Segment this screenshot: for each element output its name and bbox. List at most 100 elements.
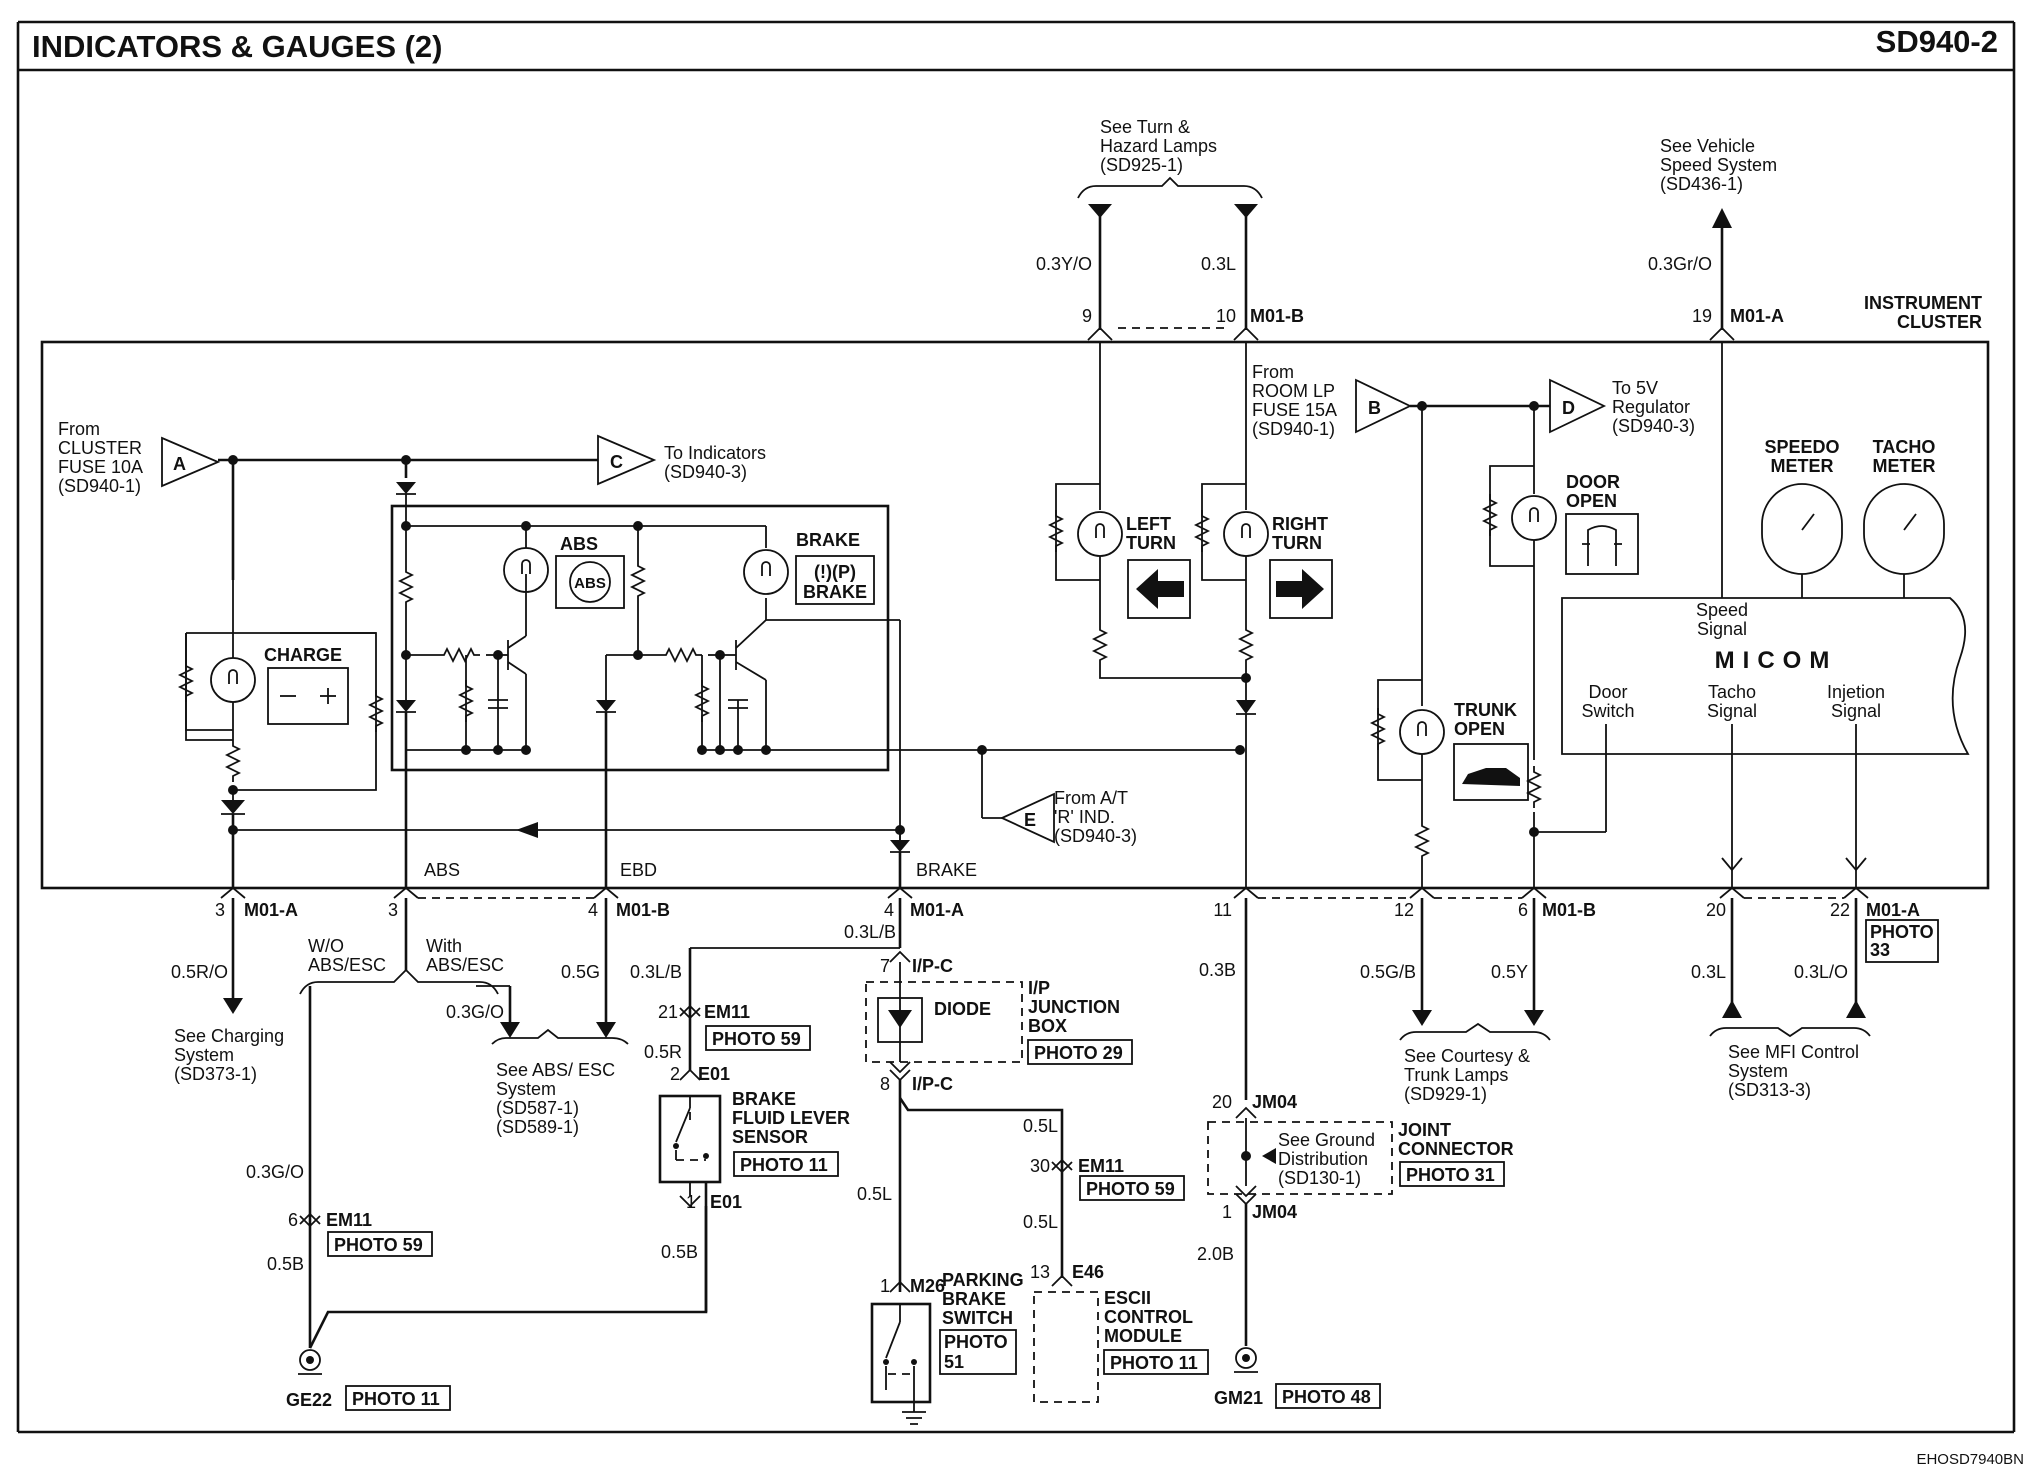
ref-courtesy-3: (SD929-1) (1404, 1084, 1487, 1104)
pin-9: 9 (1082, 306, 1092, 326)
conn-em11-3: EM11 (1078, 1156, 1124, 1176)
ip-junction-box (865, 981, 1023, 1063)
ref-vehicle-speed-1: See Vehicle (1660, 136, 1755, 156)
wire-label-19: 0.3Gr/O (1648, 254, 1712, 274)
lamp-abs-label: ABS (560, 534, 598, 554)
ref-mfi-1: See MFI Control (1728, 1042, 1859, 1062)
photo-33-2: 33 (1870, 940, 1890, 960)
wire-e01-ground: 0.5B (661, 1242, 698, 1262)
conn-e46: E46 (1072, 1262, 1104, 1282)
pin-8: 8 (880, 1074, 890, 1094)
micom-speed-1: Speed (1696, 600, 1748, 620)
source-e-letter: E (1024, 810, 1036, 830)
brake-icon-text: BRAKE (803, 582, 867, 602)
ref-charging-1: See Charging (174, 1026, 284, 1046)
photo-11-b: PHOTO 11 (1110, 1353, 1198, 1373)
bfls-2: FLUID LEVER (732, 1108, 850, 1128)
conn-ipc-2: I/P-C (912, 1074, 953, 1094)
left-arrow-icon (1127, 559, 1191, 619)
door-open-icon (1565, 513, 1639, 575)
abs-brake-module (390, 504, 890, 772)
pin-21: 21 (658, 1002, 678, 1022)
battery-icon (267, 667, 349, 725)
photo-59-a: PHOTO 59 (712, 1029, 801, 1049)
lamp-door-open-2: OPEN (1566, 491, 1617, 511)
ref-mfi-3: (SD313-3) (1728, 1080, 1811, 1100)
pin-20-jm04: 20 (1212, 1092, 1232, 1112)
lamp-trunk-open-1: TRUNK (1454, 700, 1517, 720)
cluster-label-1: INSTRUMENT (1864, 293, 1982, 313)
ref-brace-turn (1077, 176, 1263, 199)
micom-inj-1: Injetion (1827, 682, 1885, 702)
wire-charge-out: 0.5R/O (171, 962, 228, 982)
photo-33-box (1865, 919, 1939, 963)
esc-module-box (1033, 1291, 1099, 1403)
branch-wo-2: ABS/ESC (308, 955, 386, 975)
conn-ipc-1: I/P-C (912, 956, 953, 976)
src-b-text-1: From (1252, 362, 1294, 382)
src-e-text-3: (SD940-3) (1054, 826, 1137, 846)
gauge-tacho-1: TACHO (1873, 437, 1936, 457)
conn-jm04-2: JM04 (1252, 1202, 1297, 1222)
abs-icon: ABS (574, 575, 606, 592)
parking-brake-switch-box (870, 1302, 932, 1404)
esc-1: ESCII (1104, 1288, 1151, 1308)
wire-mfi-lo: 0.3L/O (1794, 962, 1848, 982)
lamp-right-turn-1: RIGHT (1272, 514, 1328, 534)
src-a-text-3: FUSE 10A (58, 457, 143, 477)
wire-ebd-out: 0.5G (561, 962, 600, 982)
right-arrow-icon (1269, 559, 1333, 619)
ref-abs-esc-2: System (496, 1079, 556, 1099)
lamp-door-open-1: DOOR (1566, 472, 1620, 492)
brake-icon: (!)(P) (814, 562, 856, 582)
photo-31: PHOTO 31 (1406, 1165, 1495, 1185)
ref-charging-2: System (174, 1045, 234, 1065)
photo-51-2: 51 (944, 1352, 964, 1372)
ref-abs-esc-4: (SD589-1) (496, 1117, 579, 1137)
brake-icon-box (795, 555, 875, 605)
photo-33-1: PHOTO (1870, 922, 1934, 942)
pin-1-e01: 1 (686, 1192, 696, 1212)
micom-speed-2: Signal (1697, 619, 1747, 639)
pin-19: 19 (1692, 306, 1712, 326)
pin-7: 7 (880, 956, 890, 976)
source-b-arrow (1355, 378, 1413, 434)
line-brake: BRAKE (916, 860, 977, 880)
micom-block (1561, 597, 1970, 755)
conn-m01a-1: M01-A (244, 900, 298, 920)
pbs-2: BRAKE (942, 1289, 1006, 1309)
ref-courtesy-2: Trunk Lamps (1404, 1065, 1508, 1085)
conn-m01b-2: M01-B (1542, 900, 1596, 920)
micom-tacho-2: Signal (1707, 701, 1757, 721)
esc-2: CONTROL (1104, 1307, 1193, 1327)
conn-m26: M26 (910, 1276, 945, 1296)
wire-ge22-up: 0.3G/O (246, 1162, 304, 1182)
line-ebd: EBD (620, 860, 657, 880)
esc-3: MODULE (1104, 1326, 1182, 1346)
src-d-text-3: (SD940-3) (1612, 416, 1695, 436)
source-b-letter: B (1368, 398, 1381, 418)
pin-30: 30 (1030, 1156, 1050, 1176)
pin-1-jm04: 1 (1222, 1202, 1232, 1222)
lamp-trunk-open-2: OPEN (1454, 719, 1505, 739)
wire-abs-esc: 0.3G/O (446, 1002, 504, 1022)
ipjb-3: BOX (1028, 1016, 1067, 1036)
ref-ground-3: (SD130-1) (1278, 1168, 1361, 1188)
src-b-text-3: FUSE 15A (1252, 400, 1337, 420)
ref-turn-hazard-1: See Turn & (1100, 117, 1190, 137)
photo-11-c: PHOTO 11 (352, 1389, 440, 1409)
ref-abs-esc-3: (SD587-1) (496, 1098, 579, 1118)
conn-m01a-top: M01-A (1730, 306, 1784, 326)
ref-vehicle-speed-2: Speed System (1660, 155, 1777, 175)
gauge-speedo-1: SPEEDO (1764, 437, 1839, 457)
pin-13: 13 (1030, 1262, 1050, 1282)
ref-turn-hazard-2: Hazard Lamps (1100, 136, 1217, 156)
src-e-text-2: 'R' IND. (1054, 807, 1115, 827)
pin-1-m26: 1 (880, 1276, 890, 1296)
src-d-text-1: To 5V (1612, 378, 1658, 398)
wire-brake-down: 0.3L/B (630, 962, 682, 982)
conn-e01-1: E01 (698, 1064, 730, 1084)
bottom-connector-row (220, 886, 1869, 899)
src-d-text-2: Regulator (1612, 397, 1690, 417)
